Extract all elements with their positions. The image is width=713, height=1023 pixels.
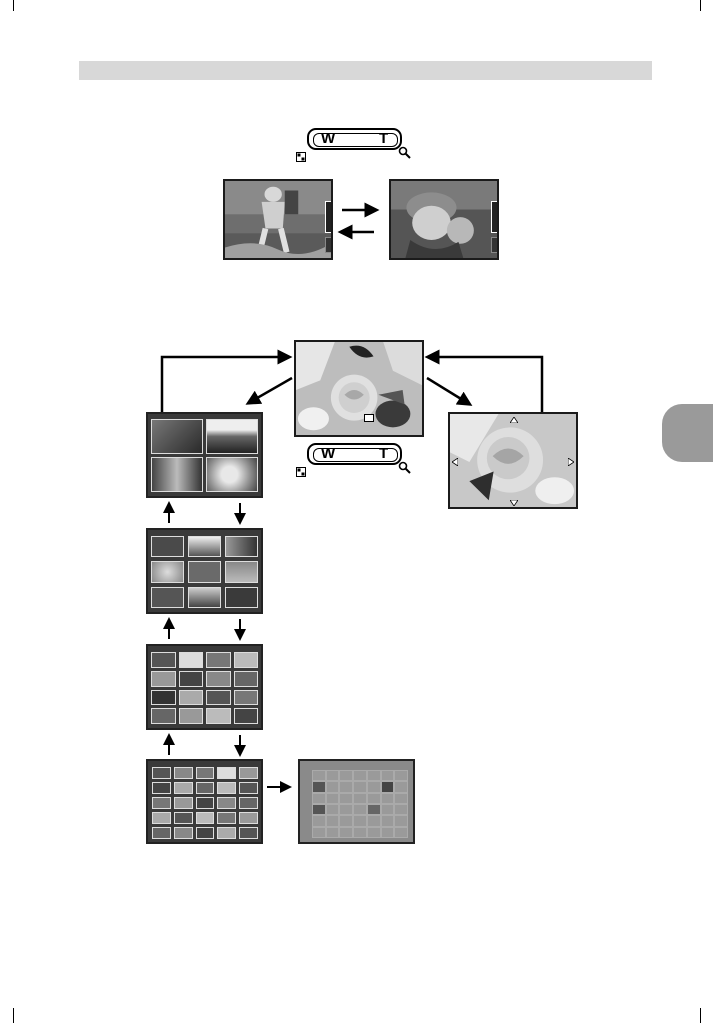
arrow-to-index bbox=[252, 378, 292, 401]
arrow-loop-left bbox=[162, 357, 285, 412]
arrow-to-closeup bbox=[427, 378, 466, 402]
arrow-loop-right bbox=[432, 357, 542, 412]
